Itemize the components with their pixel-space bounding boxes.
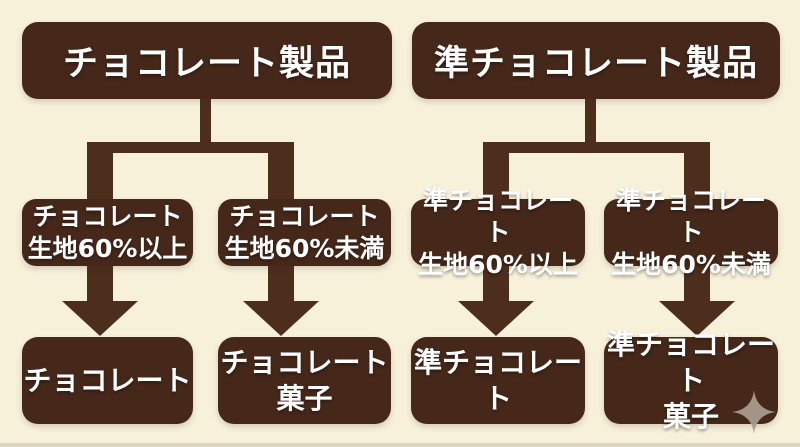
box-label-line: チョコレート [229, 201, 380, 231]
box-label-line: 生地60%未満 [611, 249, 771, 279]
bottom-edge-shade [0, 443, 800, 447]
box-label-line: チョコレート [32, 201, 183, 231]
connector-stem-quasi-chocolate [585, 98, 596, 144]
arrowhead-down-icon-col4 [659, 301, 735, 336]
bottom-box-chocolate-confectionery: チョコレート 菓子 [218, 337, 391, 424]
box-label-line: チョコレート [220, 345, 389, 379]
mid-box-chocolate-base-under-60: チョコレート 生地60%未満 [218, 199, 391, 266]
box-label-line: 生地60%未満 [224, 233, 385, 263]
top-box-chocolate-products: チョコレート製品 [22, 22, 392, 99]
mid-box-chocolate-base-60-or-more: チョコレート 生地60%以上 [22, 199, 193, 266]
arrowhead-down-icon-col2 [243, 301, 319, 336]
arrowhead-down-icon-col1 [62, 301, 138, 336]
box-label: 準チョコレート製品 [433, 44, 758, 84]
box-label-line: 準チョコレート [413, 345, 582, 415]
box-label-line: 準チョコレート [422, 185, 573, 247]
mid-box-quasi-chocolate-base-under-60: 準チョコレート 生地60%未満 [604, 186, 778, 279]
top-box-quasi-chocolate-products: 準チョコレート製品 [412, 22, 780, 99]
bottom-box-quasi-chocolate-confectionery: 準チョコレート 菓子 [604, 328, 778, 433]
box-label-line: 菓子 [662, 399, 719, 433]
box-label-line: 生地60%以上 [27, 233, 188, 263]
box-label-line: 生地60%以上 [418, 249, 578, 279]
box-label-line: 菓子 [276, 381, 333, 415]
box-label: チョコレート製品 [62, 44, 351, 84]
bottom-box-chocolate: チョコレート [22, 337, 193, 424]
box-label-line: 準チョコレート [615, 185, 766, 247]
sparkle-icon [732, 390, 776, 434]
connector-branch-bar-chocolate [87, 142, 294, 153]
bottom-box-quasi-chocolate: 準チョコレート [411, 337, 585, 424]
arrowhead-down-icon-col3 [458, 301, 534, 336]
box-label-line: チョコレート [23, 363, 192, 397]
connector-branch-bar-quasi-chocolate [483, 142, 710, 153]
box-label-line: 準チョコレート [606, 327, 775, 397]
connector-stem-chocolate [200, 98, 211, 144]
mid-box-quasi-chocolate-base-60-or-more: 準チョコレート 生地60%以上 [411, 186, 585, 279]
